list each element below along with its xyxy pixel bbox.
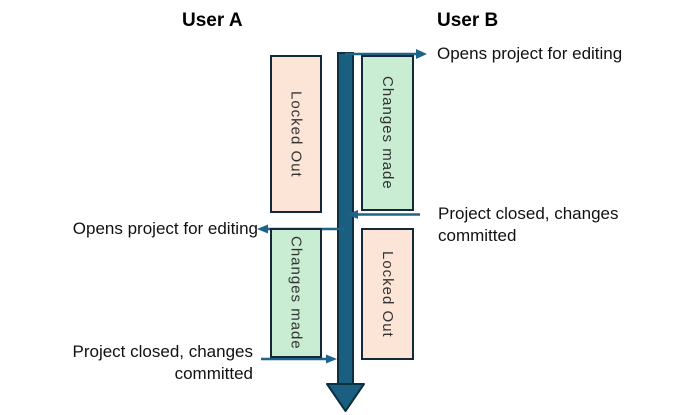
box-label: Changes made bbox=[379, 76, 396, 190]
box-label: Locked Out bbox=[287, 90, 305, 178]
timeline-shaft bbox=[337, 52, 354, 387]
arrow-a-close bbox=[261, 354, 337, 364]
user-b-changes-made-box: Changes made bbox=[361, 55, 414, 211]
arrowhead-right-icon bbox=[416, 49, 427, 59]
arrow-b-open bbox=[345, 49, 427, 59]
timeline-arrowhead-icon bbox=[326, 383, 365, 412]
user-a-locked-out-box: Locked Out bbox=[270, 55, 322, 213]
user-a-close-label: Project closed, changes committed bbox=[73, 341, 254, 385]
arrowhead-left-icon bbox=[257, 224, 268, 234]
user-b-close-line1: Project closed, changes bbox=[438, 204, 619, 223]
user-b-close-label: Project closed, changes committed bbox=[438, 203, 619, 247]
box-label: Changes made bbox=[287, 236, 305, 350]
user-b-title: User B bbox=[437, 10, 499, 31]
arrow-b-close bbox=[347, 210, 420, 219]
user-a-close-line2: committed bbox=[174, 364, 253, 383]
user-a-changes-made-box: Changes made bbox=[270, 228, 322, 358]
user-a-title: User A bbox=[182, 10, 243, 31]
user-b-locked-out-box: Locked Out bbox=[361, 228, 414, 360]
arrowhead-right-icon bbox=[326, 354, 337, 364]
user-a-close-line1: Project closed, changes bbox=[72, 342, 254, 361]
user-a-open-label: Opens project for editing bbox=[72, 219, 258, 238]
arrowhead-left-icon bbox=[347, 210, 358, 219]
user-b-close-line2: committed bbox=[438, 226, 517, 245]
box-label: Locked Out bbox=[379, 250, 396, 338]
user-b-open-label: Opens project for editing bbox=[437, 44, 623, 63]
